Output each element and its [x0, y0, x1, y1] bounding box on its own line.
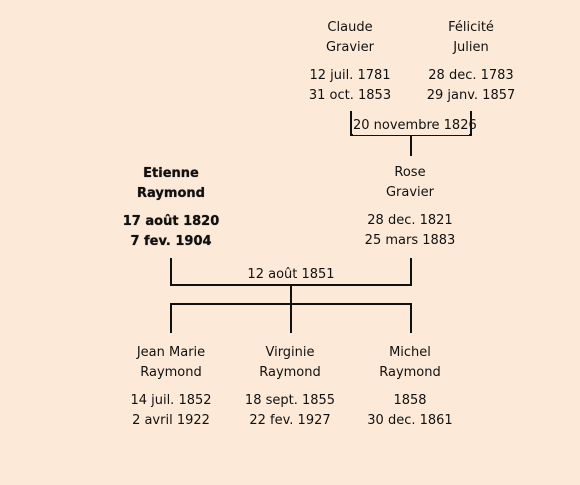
connector-line	[290, 286, 292, 304]
person-rose-gravier[interactable]: Rose Gravier 28 dec. 1821 25 mars 1883	[345, 163, 475, 251]
connector-line	[410, 303, 412, 333]
connector-line	[410, 134, 412, 156]
first-name: Etienne	[143, 166, 199, 181]
first-name: Claude	[327, 20, 373, 35]
birth-date: 17 août 1820	[122, 214, 220, 229]
death-date: 22 fev. 1927	[249, 413, 331, 428]
last-name: Gravier	[385, 185, 435, 200]
person-michel-raymond[interactable]: Michel Raymond 1858 30 dec. 1861	[345, 343, 475, 431]
death-date: 30 dec. 1861	[367, 413, 453, 428]
first-name: Virginie	[265, 345, 315, 360]
birth-date: 18 sept. 1855	[244, 393, 336, 408]
death-date: 7 fev. 1904	[130, 234, 212, 249]
death-date: 2 avril 1922	[132, 413, 210, 428]
birth-date: 14 juil. 1852	[130, 393, 212, 408]
life-dates: 28 dec. 1783 29 janv. 1857	[406, 66, 536, 106]
connector-line	[170, 258, 172, 286]
first-name: Félicité	[448, 20, 494, 35]
last-name: Gravier	[325, 40, 375, 55]
life-dates: 18 sept. 1855 22 fev. 1927	[225, 391, 355, 431]
connector-line	[170, 303, 172, 333]
person-claude-gravier[interactable]: Claude Gravier 12 juil. 1781 31 oct. 185…	[285, 18, 415, 106]
birth-date: 28 dec. 1821	[367, 213, 453, 228]
connector-line	[470, 111, 472, 136]
last-name: Raymond	[137, 186, 205, 201]
death-date: 31 oct. 1853	[308, 88, 392, 103]
life-dates: 28 dec. 1821 25 mars 1883	[345, 211, 475, 251]
marriage-date-parents: 12 août 1851	[240, 266, 342, 284]
connector-line	[350, 111, 352, 136]
first-name: Michel	[389, 345, 431, 360]
life-dates: 1858 30 dec. 1861	[345, 391, 475, 431]
person-etienne-raymond[interactable]: Etienne Raymond 17 août 1820 7 fev. 1904	[106, 164, 236, 252]
connector-line	[410, 258, 412, 286]
first-name: Jean Marie	[136, 345, 206, 360]
person-felicite-julien[interactable]: Félicité Julien 28 dec. 1783 29 janv. 18…	[406, 18, 536, 106]
last-name: Raymond	[140, 365, 202, 380]
person-virginie-raymond[interactable]: Virginie Raymond 18 sept. 1855 22 fev. 1…	[225, 343, 355, 431]
last-name: Raymond	[379, 365, 441, 380]
connector-line	[170, 284, 412, 286]
death-date: 29 janv. 1857	[426, 88, 516, 103]
person-jean-marie-raymond[interactable]: Jean Marie Raymond 14 juil. 1852 2 avril…	[106, 343, 236, 431]
birth-date: 1858	[393, 393, 427, 408]
first-name: Rose	[394, 165, 426, 180]
life-dates: 17 août 1820 7 fev. 1904	[106, 212, 236, 252]
last-name: Julien	[453, 40, 489, 55]
last-name: Raymond	[259, 365, 321, 380]
death-date: 25 mars 1883	[364, 233, 456, 248]
marriage-date-grandparents: 20 novembre 1826	[353, 117, 477, 135]
birth-date: 28 dec. 1783	[428, 68, 514, 83]
connector-line	[290, 303, 292, 333]
birth-date: 12 juil. 1781	[309, 68, 391, 83]
life-dates: 14 juil. 1852 2 avril 1922	[106, 391, 236, 431]
life-dates: 12 juil. 1781 31 oct. 1853	[285, 66, 415, 106]
